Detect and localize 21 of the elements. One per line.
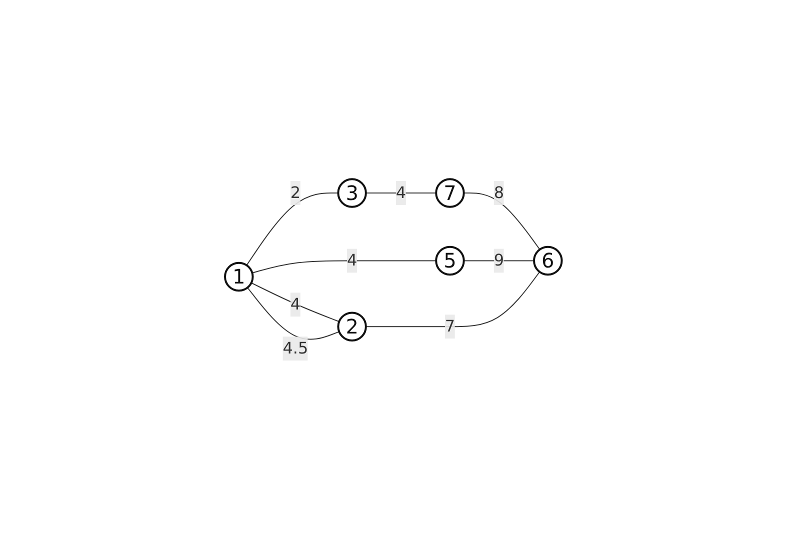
connector bbox=[250, 282, 340, 322]
node-circle: 6 bbox=[532, 246, 562, 276]
node-circle: 1 bbox=[224, 262, 254, 292]
connector bbox=[246, 192, 338, 266]
connector bbox=[365, 271, 540, 327]
connector bbox=[462, 192, 540, 250]
edge-label: 9 bbox=[493, 250, 504, 270]
edge-label: 2 bbox=[290, 182, 300, 202]
edge-label: 4 bbox=[396, 182, 406, 202]
edge-label: 4 bbox=[346, 250, 357, 270]
edge-label: 4 bbox=[290, 294, 300, 314]
node-circle: 3 bbox=[336, 178, 367, 208]
edge-label: 4.5 bbox=[282, 338, 308, 358]
edge-label: 7 bbox=[444, 316, 455, 336]
node-circle: 7 bbox=[434, 178, 464, 208]
connector bbox=[246, 286, 340, 340]
node-circle: 5 bbox=[434, 246, 464, 276]
node-circle: 2 bbox=[336, 311, 367, 342]
edge-label: 8 bbox=[493, 182, 504, 202]
connector bbox=[365, 192, 436, 194]
connector bbox=[251, 260, 436, 274]
